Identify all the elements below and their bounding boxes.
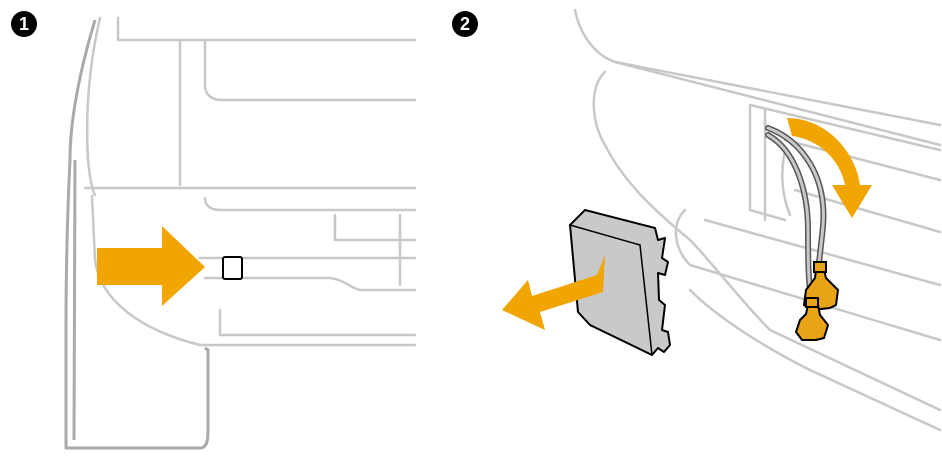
connector-upper-collar (813, 261, 827, 273)
connector-lower (795, 304, 829, 341)
step1-panel (64, 16, 417, 450)
body-top-curve (573, 8, 942, 147)
arrow-left-down-icon (502, 255, 605, 330)
wire-1 (765, 125, 827, 278)
bumper-ledge (793, 188, 942, 234)
mudflap-inner (72, 159, 77, 441)
bumper-lower (674, 208, 942, 342)
bumper-outline (592, 70, 942, 412)
step-1-badge: 1 (11, 11, 37, 37)
release-tab-icon (222, 256, 243, 280)
inner-recess (781, 148, 792, 217)
body-line-2 (613, 60, 942, 127)
mudflap-outline (64, 19, 210, 450)
bumper-inner (203, 196, 417, 212)
curved-arrow-icon (787, 118, 872, 218)
window-outline (203, 38, 417, 102)
bumper-lower-curve (203, 276, 417, 292)
bumper-base (688, 288, 942, 432)
wire-1-core (766, 126, 825, 277)
cover-edge (569, 224, 653, 356)
step2-panel (502, 8, 942, 432)
bumper-recess (748, 103, 787, 222)
bumper-face (90, 194, 417, 347)
arrow-right-icon (97, 226, 205, 306)
cover-piece (569, 209, 671, 356)
connector-lower-collar (805, 297, 819, 308)
wire-2-core (766, 133, 814, 312)
step-2-badge: 2 (452, 11, 478, 37)
body-outline-upper (116, 16, 417, 42)
bumper-recess (333, 213, 417, 242)
opening-mid (783, 138, 942, 182)
bumper-bottom (218, 308, 417, 337)
opening-top (748, 103, 942, 152)
